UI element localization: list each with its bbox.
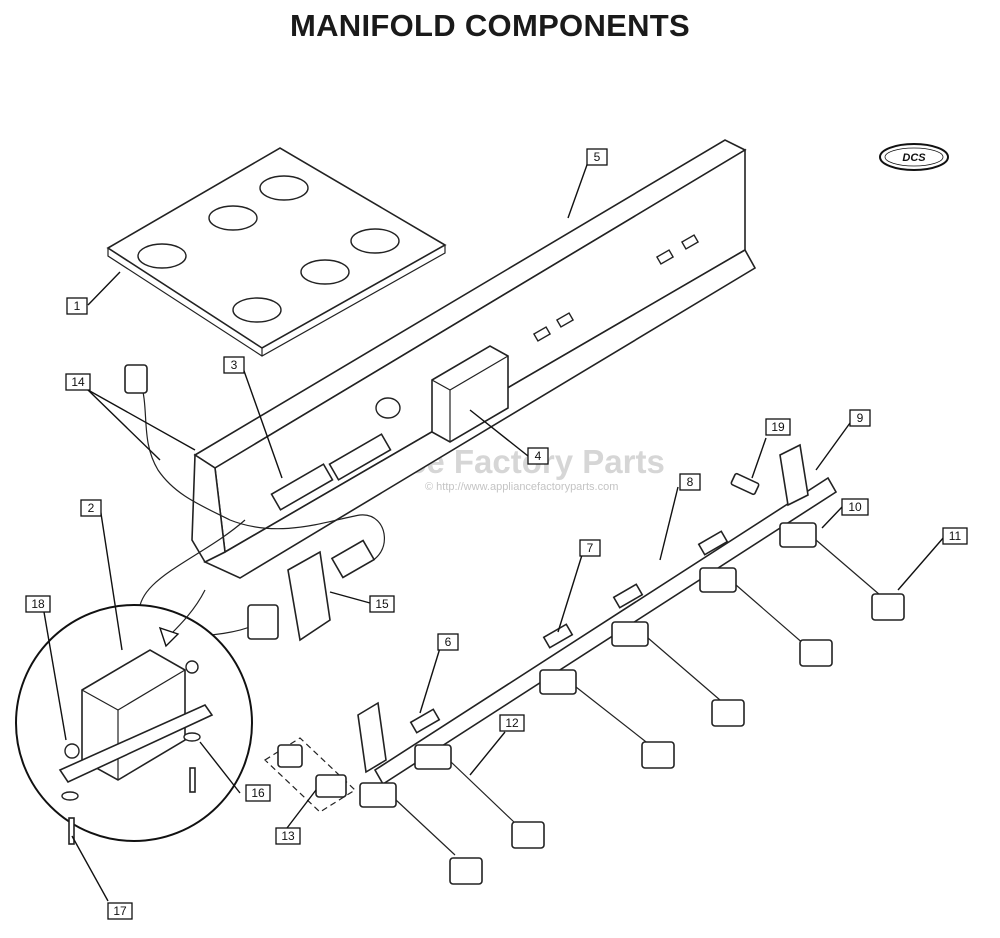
callout-11: 11 [942,527,968,545]
part-19-screw [730,472,760,496]
callout-8-label: 8 [687,475,694,489]
callout-11-label: 11 [949,529,962,543]
transformer-detail-circle [15,589,253,845]
callout-17-label: 17 [113,904,127,918]
dcs-logo: DCS [879,143,949,171]
callout-16-label: 16 [251,786,265,800]
callout-6-label: 6 [445,635,452,649]
callout-6: 6 [437,633,459,651]
callout-15: 15 [369,595,395,613]
callout-2: 2 [80,499,102,517]
callout-13: 13 [275,827,301,845]
callout-15-label: 15 [375,597,389,611]
callout-3: 3 [223,356,245,374]
part-6-end-bracket [357,701,387,774]
callout-1-label: 1 [74,299,81,313]
callout-17: 17 [107,902,133,920]
part-3-terminal-block [270,433,392,511]
callout-5: 5 [586,148,608,166]
callout-14-label: 14 [71,375,85,389]
callout-16: 16 [245,784,271,802]
callout-1: 1 [66,297,88,315]
leader-lines [43,161,945,902]
callout-3-label: 3 [231,358,238,372]
callout-8: 8 [679,473,701,491]
callout-12: 12 [499,714,525,732]
callout-4: 4 [527,447,549,465]
page-title: MANIFOLD COMPONENTS [289,8,691,43]
callout-12-label: 12 [505,716,519,730]
part-13-fitting [264,737,356,813]
callout-10: 10 [841,498,869,516]
callout-18-label: 18 [31,597,45,611]
part-10-12-gas-valves [359,522,881,856]
callout-2-label: 2 [88,501,95,515]
callout-10-label: 10 [848,500,862,514]
callout-5-label: 5 [594,150,601,164]
watermark-url: © http://www.appliancefactoryparts.com [425,481,618,493]
callout-14: 14 [65,373,91,391]
part-8-manifold-pipe [373,476,838,786]
callout-9-label: 9 [857,411,864,425]
dcs-logo-text: DCS [902,152,926,164]
callout-18: 18 [25,595,51,613]
part-4-spark-module [431,345,509,443]
part-7-pipe-clips [409,530,729,734]
part-15-bracket [287,539,376,642]
callout-7: 7 [579,539,601,557]
part-11-electrodes [449,593,905,885]
callout-13-label: 13 [281,829,295,843]
callout-19-label: 19 [771,420,785,434]
part-1-drip-tray [106,147,447,357]
callout-4-label: 4 [535,449,542,463]
part-9-end-bracket [779,443,809,507]
callout-9: 9 [849,409,871,427]
callout-19: 19 [765,418,791,436]
callout-7-label: 7 [587,541,594,555]
part-14-power-cord [124,364,385,640]
